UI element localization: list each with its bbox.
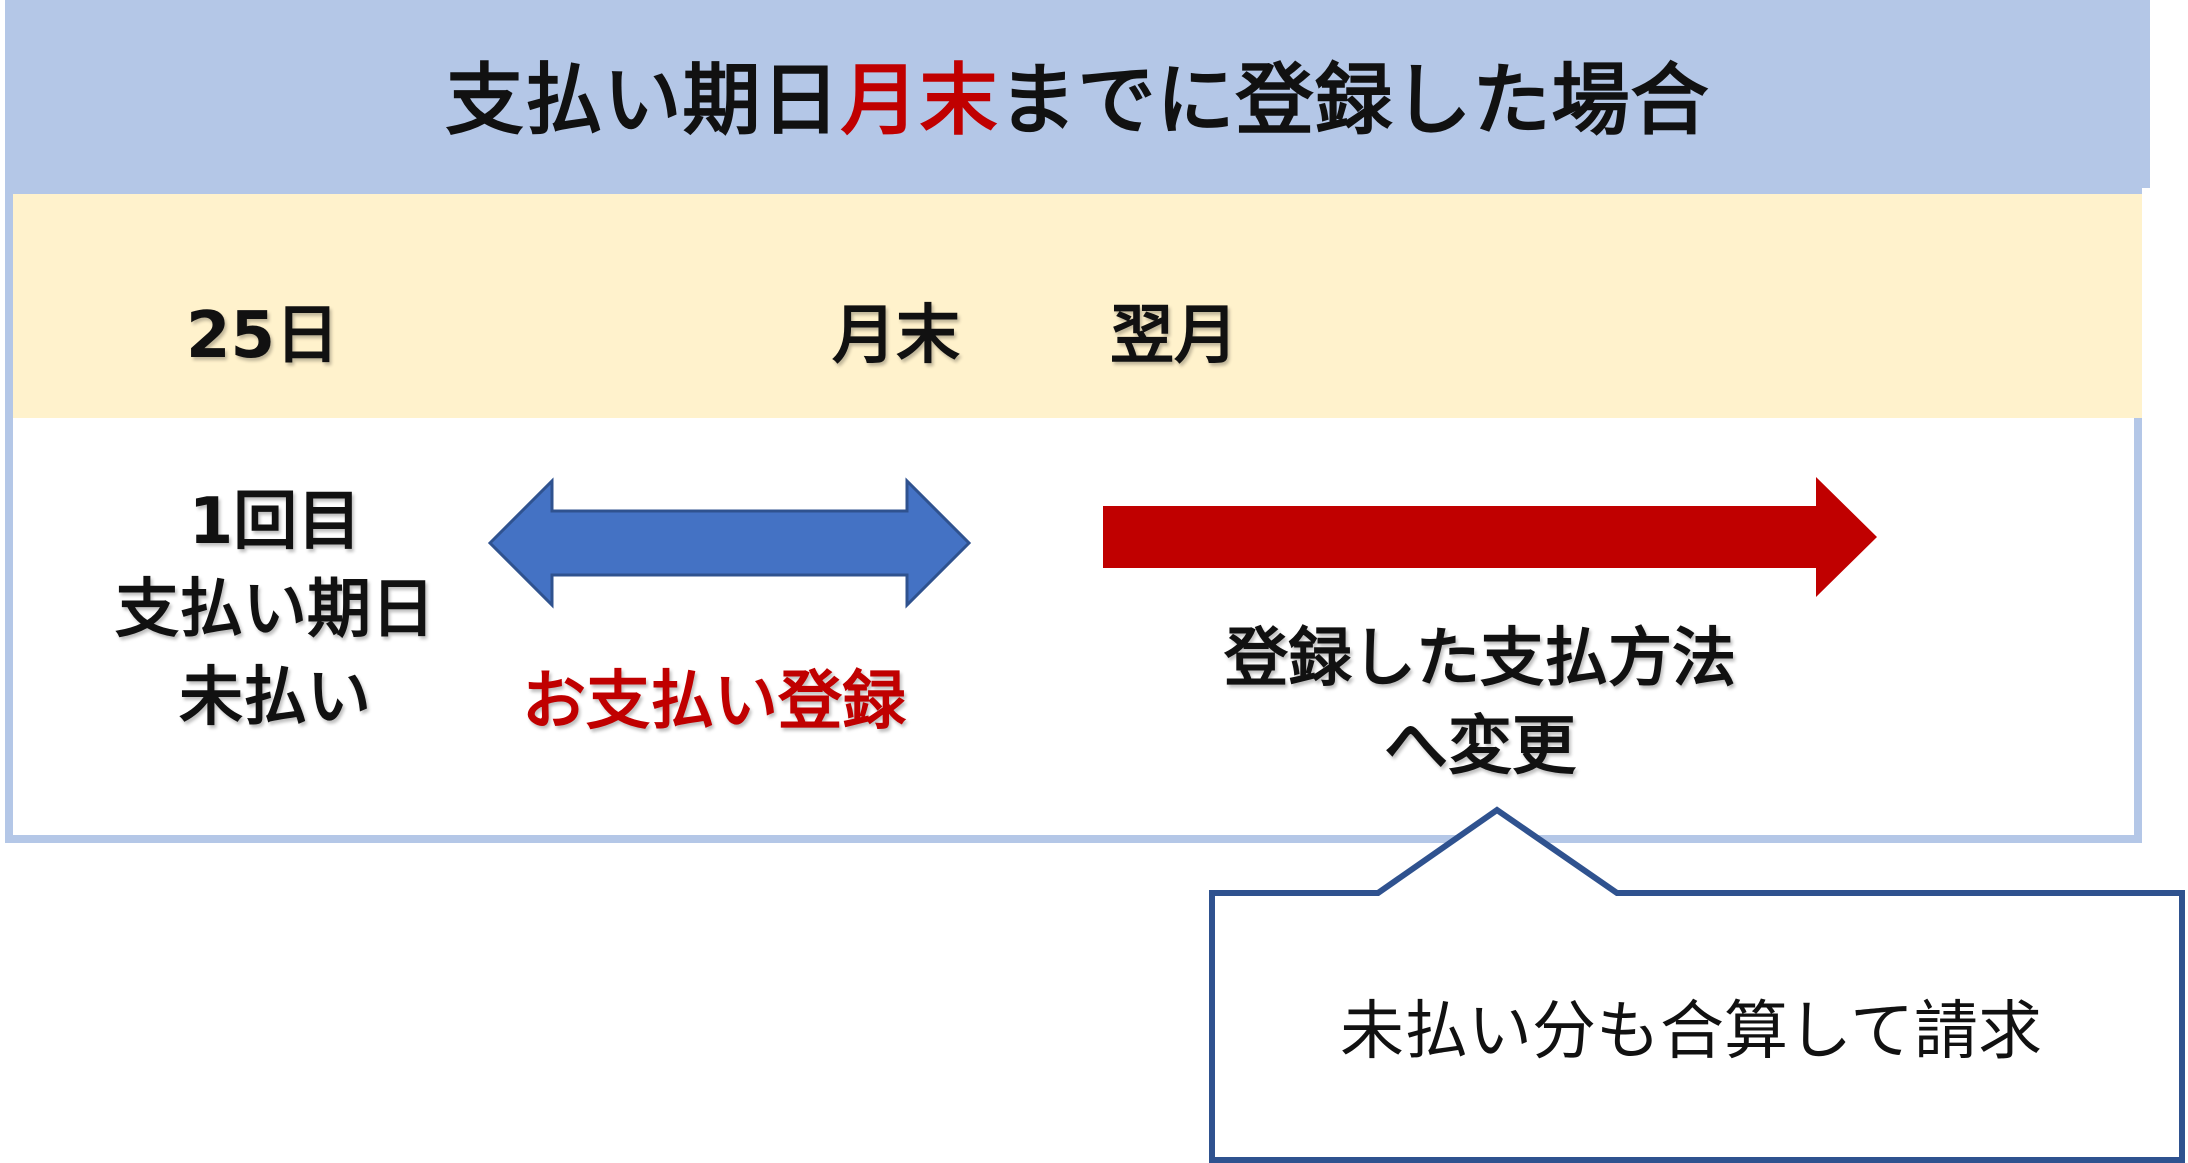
title-before: 支払い期日 xyxy=(445,56,841,146)
title-after: までに登録した場合 xyxy=(998,56,1710,146)
method-change-line1: 登録した支払方法 xyxy=(1224,622,1736,696)
label-next-month: 翌月 xyxy=(1110,299,1238,373)
label-month-end: 月末 xyxy=(832,299,960,373)
callout-box xyxy=(1209,806,2185,1163)
registration-period-double-arrow xyxy=(487,477,972,609)
label-day-25: 25日 xyxy=(186,299,340,373)
timeline-band xyxy=(13,194,2142,418)
first-due-line1: 1回目 xyxy=(188,485,362,559)
payment-registration-label: お支払い登録 xyxy=(522,665,906,739)
callout-text: 未払い分も合算して請求 xyxy=(1339,995,2043,1069)
first-due-unpaid: 1回目 支払い期日 未払い xyxy=(80,478,470,742)
next-month-arrow xyxy=(1103,477,1877,597)
method-change-label: 登録した支払方法 へ変更 xyxy=(1180,615,1780,791)
diagram-title: 支払い期日月末までに登録した場合 xyxy=(445,38,1709,150)
title-band: 支払い期日月末までに登録した場合 xyxy=(5,0,2150,188)
method-change-line2: へ変更 xyxy=(1384,710,1576,784)
first-due-line2: 支払い期日 xyxy=(115,573,435,647)
first-due-line3: 未払い xyxy=(179,661,371,735)
title-accent: 月末 xyxy=(840,56,999,146)
